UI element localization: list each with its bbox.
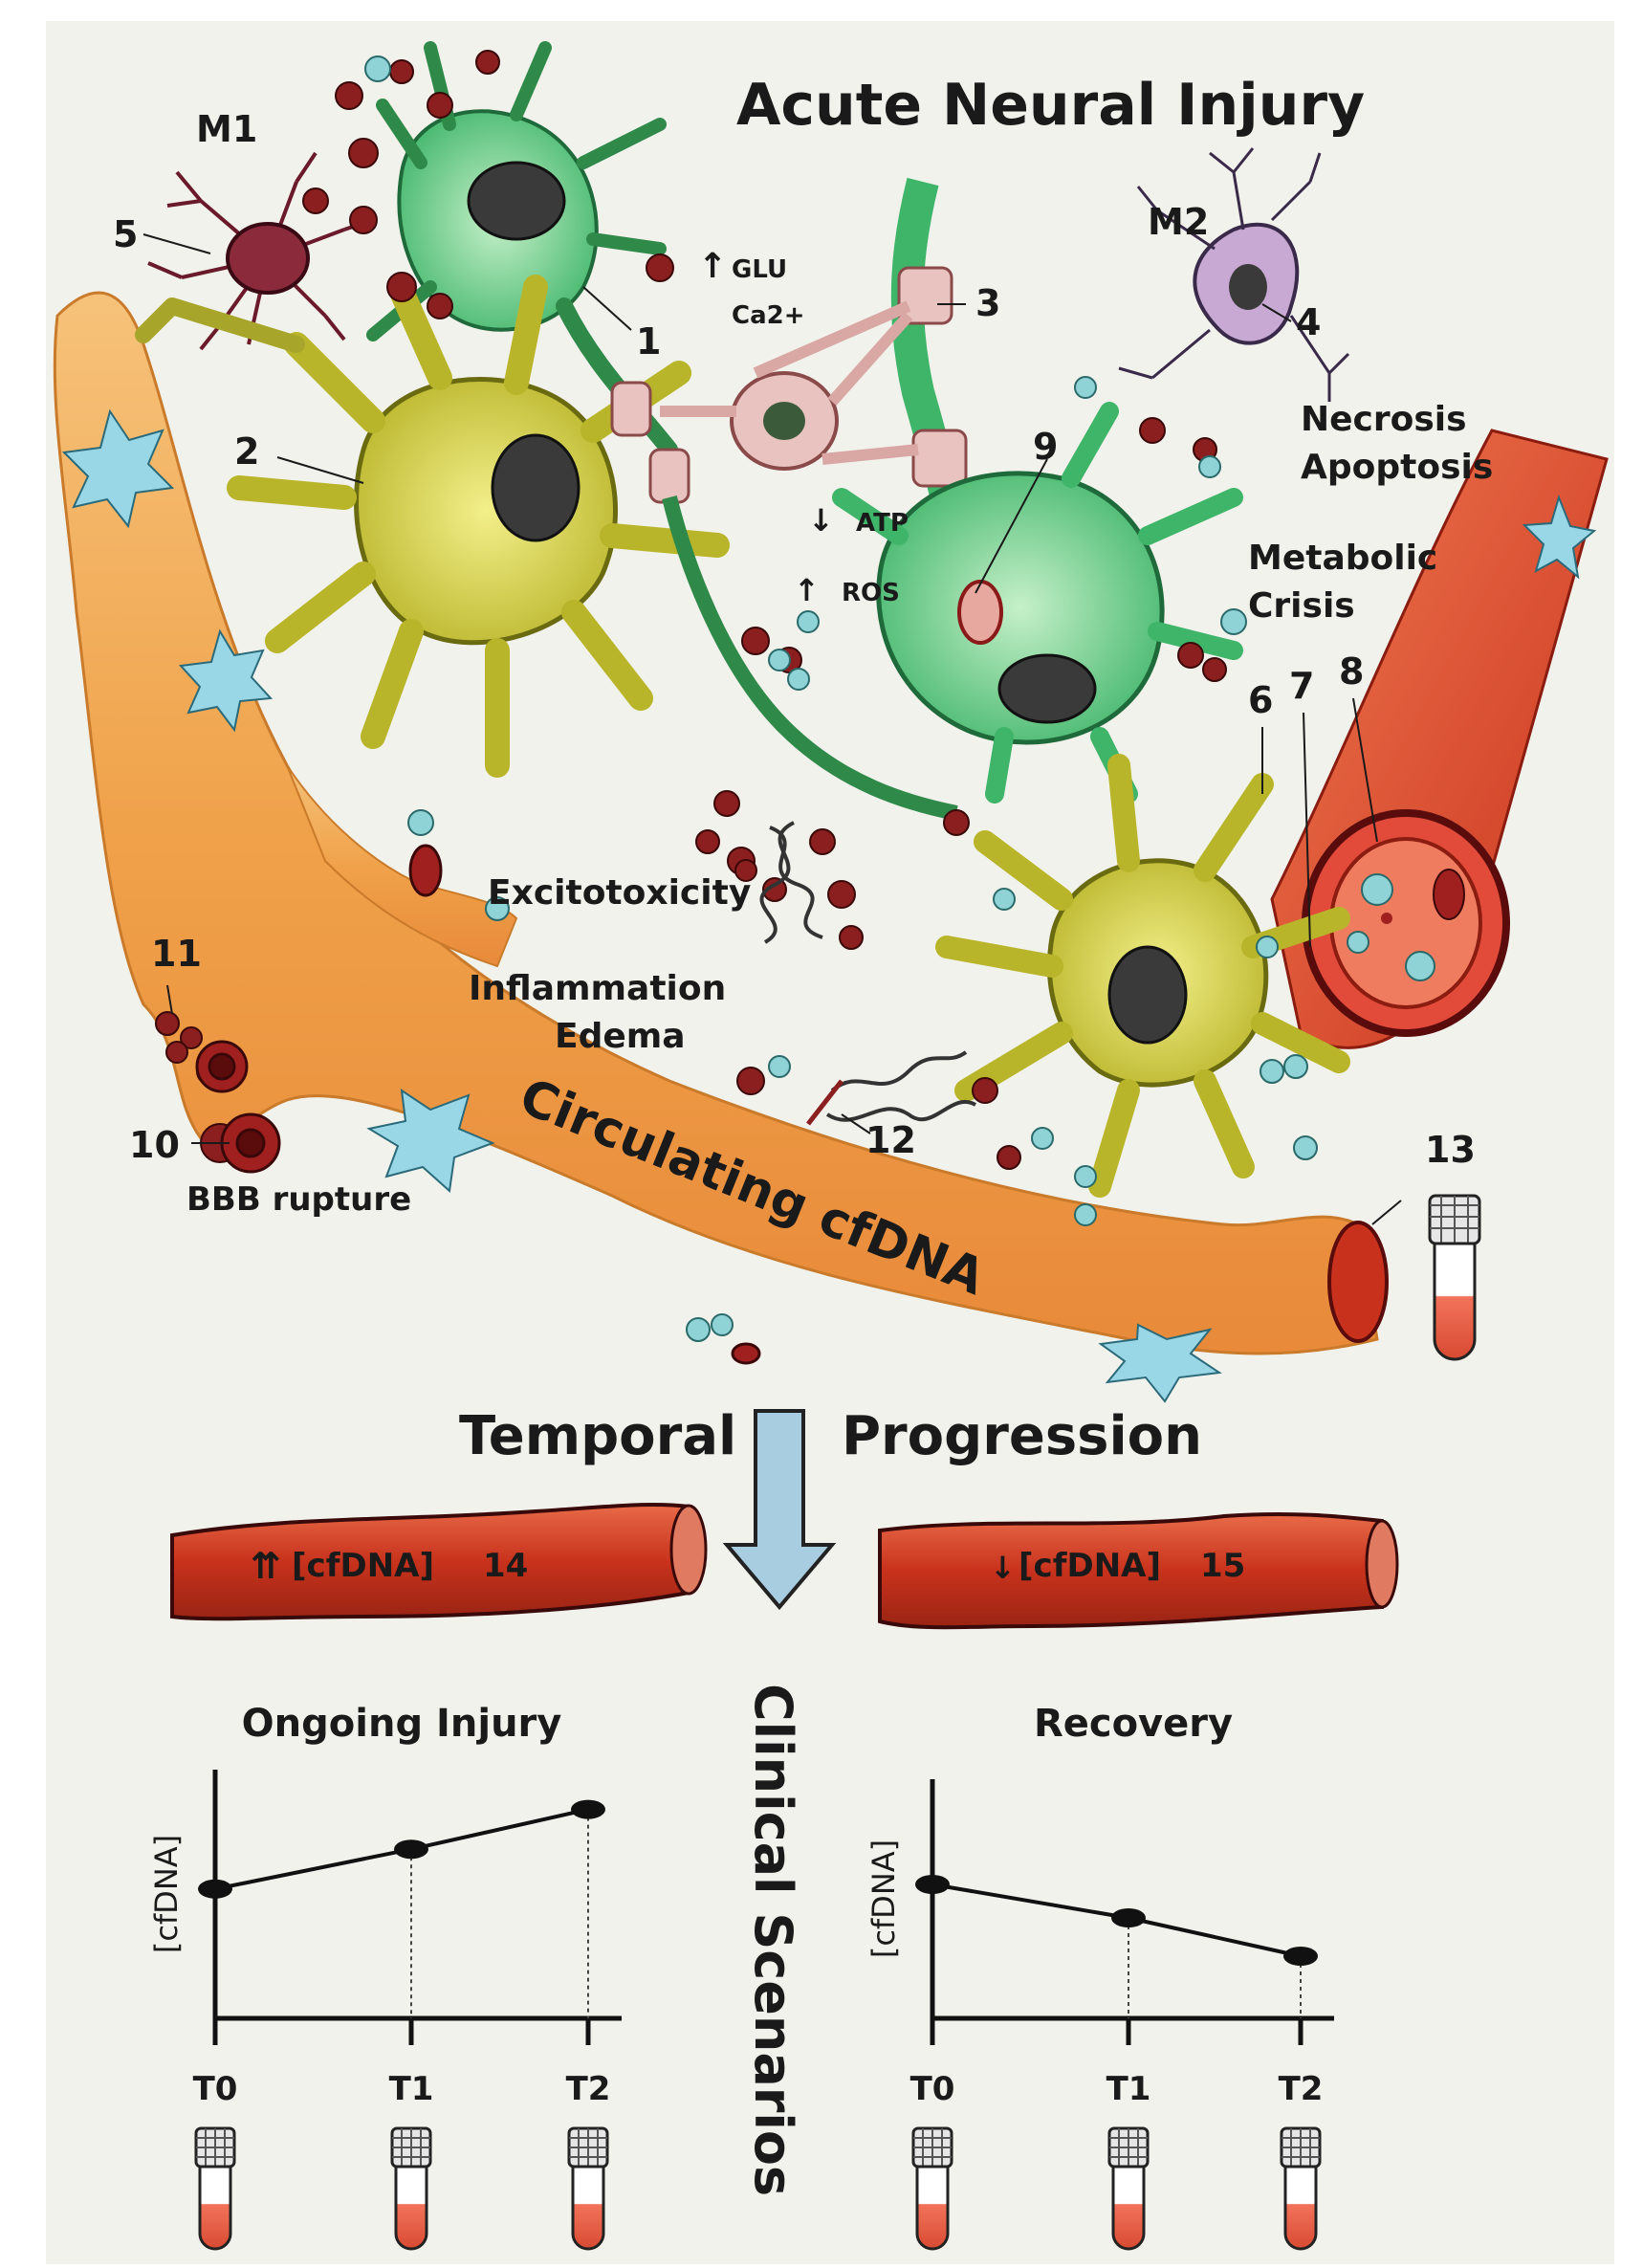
data-point <box>915 1875 950 1894</box>
label-crisis: Crisis <box>1248 586 1355 626</box>
x-tick-label: T2 <box>566 2070 611 2108</box>
y-axis-label: [cfDNA] <box>148 1835 185 1953</box>
blood-tube-icon <box>392 2128 430 2249</box>
label-edema: Edema <box>555 1017 686 1056</box>
page-title: Acute Neural Injury <box>736 72 1365 139</box>
data-point <box>1283 1947 1318 1966</box>
vessel-15-number: 15 <box>1200 1547 1245 1585</box>
label-ros: ROS <box>842 579 900 607</box>
callout-5: 5 <box>113 213 138 255</box>
data-point <box>394 1839 428 1859</box>
label-bbb-rupture: BBB rupture <box>186 1180 411 1219</box>
label-excitotoxicity: Excitotoxicity <box>488 873 751 913</box>
callout-2: 2 <box>234 430 259 473</box>
vessel-14-arrow: ⇈ <box>251 1545 281 1587</box>
blood-tube-13 <box>1430 1196 1479 1359</box>
label-ca: Ca2+ <box>732 301 805 330</box>
x-tick-label: T0 <box>193 2070 238 2108</box>
vessel-14-label: [cfDNA] <box>292 1547 434 1585</box>
y-axis-label: [cfDNA] <box>865 1839 902 1958</box>
vessel-15-arrow: ↓ <box>990 1550 1016 1586</box>
data-point <box>198 1880 232 1899</box>
label-necrosis: Necrosis <box>1301 400 1467 439</box>
vessel-15-label: [cfDNA] <box>1019 1547 1161 1585</box>
callout-11: 11 <box>151 933 202 975</box>
data-point <box>571 1800 605 1819</box>
label-m2: M2 <box>1148 201 1209 243</box>
label-up-arrow-glu: ↑ <box>698 247 727 286</box>
label-apoptosis: Apoptosis <box>1301 448 1493 487</box>
clinical-scenarios-label: Clinical Scenarios <box>743 1684 803 2196</box>
callout-3: 3 <box>975 282 1000 324</box>
callout-8: 8 <box>1339 650 1364 693</box>
label-progression: Progression <box>842 1405 1202 1467</box>
blood-tube-icon <box>196 2128 234 2249</box>
label-metabolic: Metabolic <box>1248 539 1437 578</box>
callout-7: 7 <box>1289 665 1314 707</box>
data-point <box>1111 1908 1146 1927</box>
blood-tube-icon <box>1109 2128 1148 2249</box>
x-tick-label: T1 <box>389 2070 434 2108</box>
label-up-arrow-ros: ↑ <box>794 572 820 608</box>
label-m1: M1 <box>196 108 257 150</box>
label-inflammation: Inflammation <box>469 969 726 1008</box>
chart-title: Ongoing Injury <box>242 1702 562 1746</box>
label-temporal: Temporal <box>459 1405 736 1467</box>
x-tick-label: T1 <box>1106 2070 1151 2108</box>
callout-4: 4 <box>1296 301 1321 343</box>
x-tick-label: T0 <box>910 2070 955 2108</box>
callout-9: 9 <box>1033 426 1058 468</box>
callout-10: 10 <box>129 1124 180 1166</box>
chart-title: Recovery <box>1034 1702 1233 1746</box>
label-down-arrow-atp: ↓ <box>808 502 834 539</box>
blood-tube-icon <box>569 2128 607 2249</box>
label-glu: GLU <box>732 255 787 284</box>
blood-tube-icon <box>913 2128 952 2249</box>
vessel-14-number: 14 <box>483 1547 528 1585</box>
callout-12: 12 <box>865 1119 916 1161</box>
callout-13: 13 <box>1425 1129 1476 1171</box>
x-tick-label: T2 <box>1279 2070 1324 2108</box>
callout-6: 6 <box>1248 679 1273 721</box>
callout-1: 1 <box>636 320 661 363</box>
label-atp: ATP <box>856 509 909 538</box>
blood-tube-icon <box>1282 2128 1320 2249</box>
